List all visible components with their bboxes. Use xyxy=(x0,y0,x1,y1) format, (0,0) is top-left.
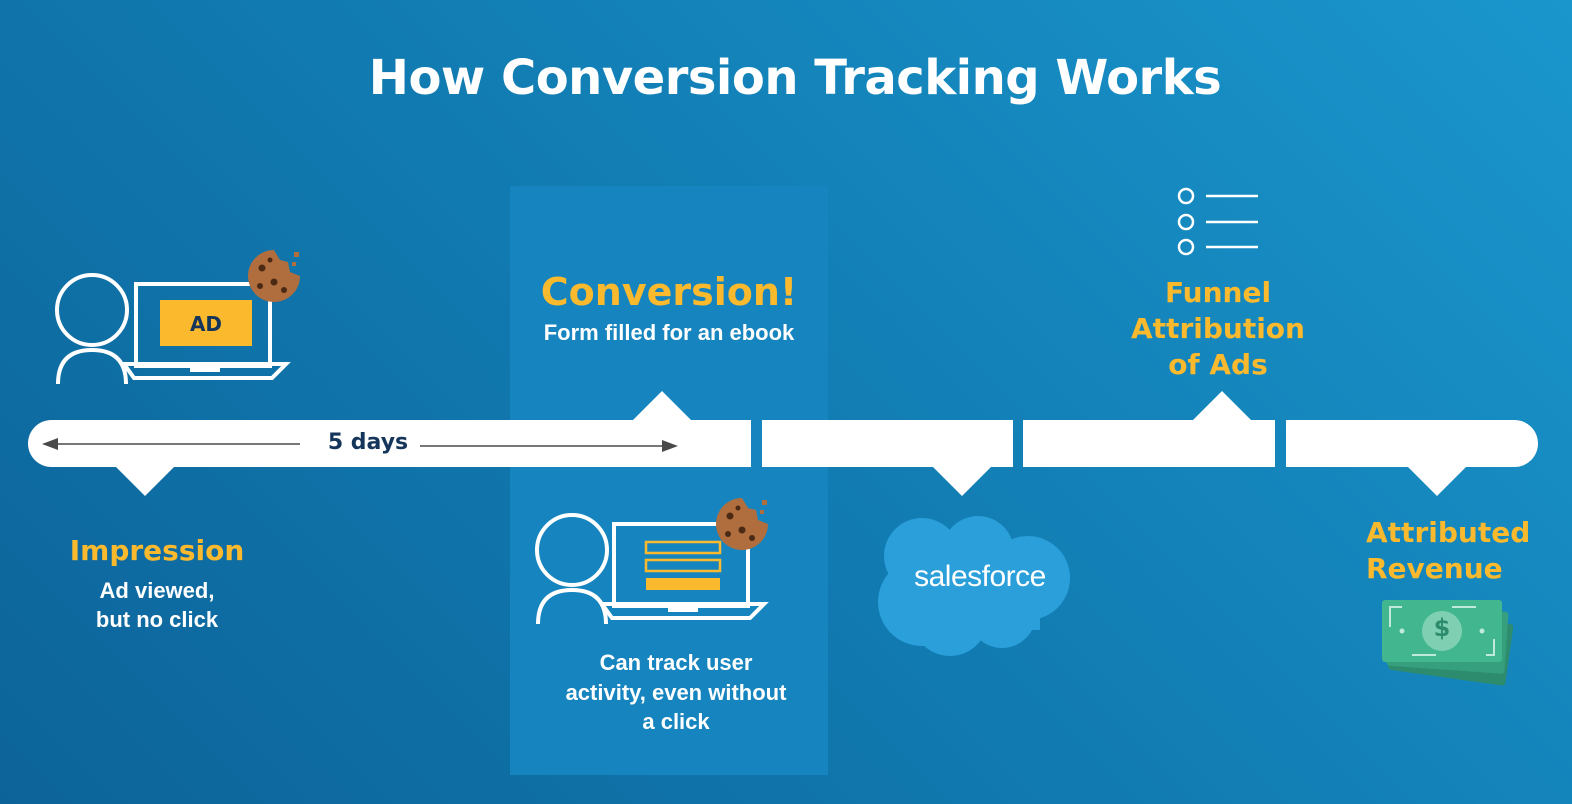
impression-desc-line1: Ad viewed, xyxy=(99,578,215,603)
laptop-icon xyxy=(598,522,769,620)
timeline-segment-3 xyxy=(1023,420,1275,467)
laptop-icon xyxy=(120,282,291,380)
duration-label: 5 days xyxy=(327,430,409,455)
cookie-icon xyxy=(248,250,300,302)
conversion-desc-line2: activity, even without xyxy=(565,680,787,705)
cookie-icon xyxy=(716,498,768,550)
ad-banner xyxy=(160,300,252,346)
pointer-impression xyxy=(115,466,175,496)
timeline-segment-2 xyxy=(762,420,1013,467)
user-icon xyxy=(55,273,129,385)
impression-heading: Impression xyxy=(69,534,245,567)
pointer-crm xyxy=(932,466,992,496)
conversion-desc-line1: Can track user xyxy=(599,650,753,675)
form-icon xyxy=(644,540,722,590)
pointer-revenue xyxy=(1407,466,1467,496)
impression-desc-line2: but no click xyxy=(95,607,219,632)
funnel-line2: Attribution xyxy=(1131,312,1305,345)
revenue-line1: Attributed xyxy=(1366,516,1531,549)
salesforce-logo-text: salesforce xyxy=(914,560,1046,593)
conversion-highlight-panel xyxy=(510,186,828,775)
revenue-line2: Revenue xyxy=(1366,552,1503,585)
pointer-conversion xyxy=(632,391,692,421)
conversion-heading: Conversion! xyxy=(540,270,798,314)
checklist-icon xyxy=(1177,187,1258,256)
timeline-segment-4 xyxy=(1286,420,1538,467)
ad-label: AD xyxy=(189,312,223,336)
funnel-line3: of Ads xyxy=(1168,348,1268,381)
page-title: How Conversion Tracking Works xyxy=(368,50,1222,106)
conversion-desc-line3: a click xyxy=(642,709,710,734)
salesforce-cloud-icon xyxy=(878,516,1070,656)
conversion-subheading: Form filled for an ebook xyxy=(543,320,795,345)
funnel-line1: Funnel xyxy=(1164,276,1272,309)
pointer-funnel xyxy=(1192,391,1252,421)
money-icon xyxy=(1382,600,1514,686)
money-symbol: $ xyxy=(1433,614,1451,642)
